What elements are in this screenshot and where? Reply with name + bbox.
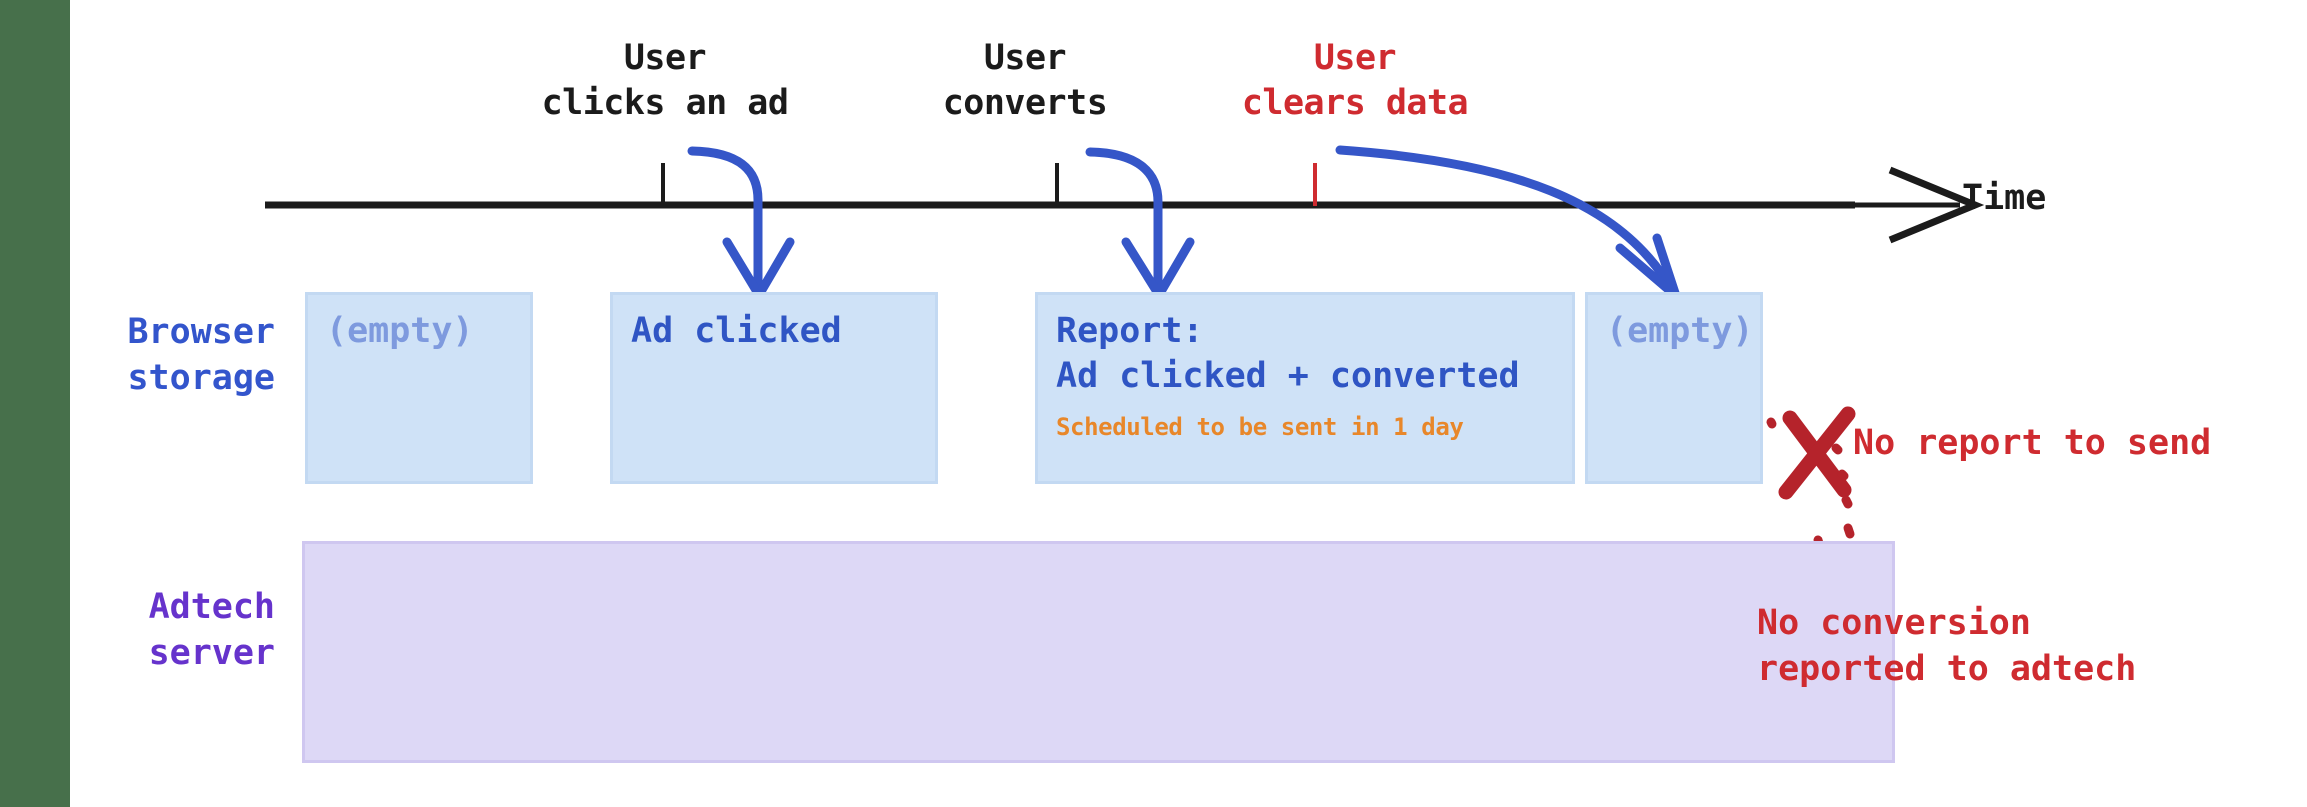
storage-state-text: Ad clicked xyxy=(631,311,842,351)
timeline-event-label-click: User clicks an ad xyxy=(541,38,789,123)
storage-schedule-text: Scheduled to be sent in 1 day xyxy=(1056,412,1464,441)
browser-storage-box-report: Report: Ad clicked + converted Scheduled… xyxy=(1035,292,1575,484)
storage-state-text: (empty) xyxy=(326,311,474,351)
storage-state-text: Report: Ad clicked + converted xyxy=(1056,311,1520,396)
timeline-event-label-clear: User clears data xyxy=(1241,38,1469,123)
annotation-no-conversion-reported: No conversion reported to adtech xyxy=(1757,603,2137,690)
time-axis-label: Time xyxy=(1962,178,2047,218)
browser-storage-box-empty-after-clear: (empty) xyxy=(1585,292,1763,484)
x-mark-icon xyxy=(1778,406,1856,500)
time-axis xyxy=(265,166,1985,244)
left-color-stripe xyxy=(0,0,70,807)
annotation-no-report-to-send: No report to send xyxy=(1853,423,2212,463)
adtech-server-box xyxy=(302,541,1895,763)
curved-arrow-icon-clear-to-empty xyxy=(1335,145,1681,301)
row-label-browser-storage: Browser storage xyxy=(127,312,275,398)
timeline-event-label-convert: User converts xyxy=(942,38,1108,123)
curved-arrow-icon-click-to-adclicked xyxy=(687,146,795,300)
row-label-adtech-server: Adtech server xyxy=(148,587,275,673)
browser-storage-box-ad-clicked: Ad clicked xyxy=(610,292,938,484)
curved-arrow-icon-convert-to-report xyxy=(1085,147,1195,300)
storage-state-text: (empty) xyxy=(1606,311,1754,351)
browser-storage-box-empty-initial: (empty) xyxy=(305,292,533,484)
